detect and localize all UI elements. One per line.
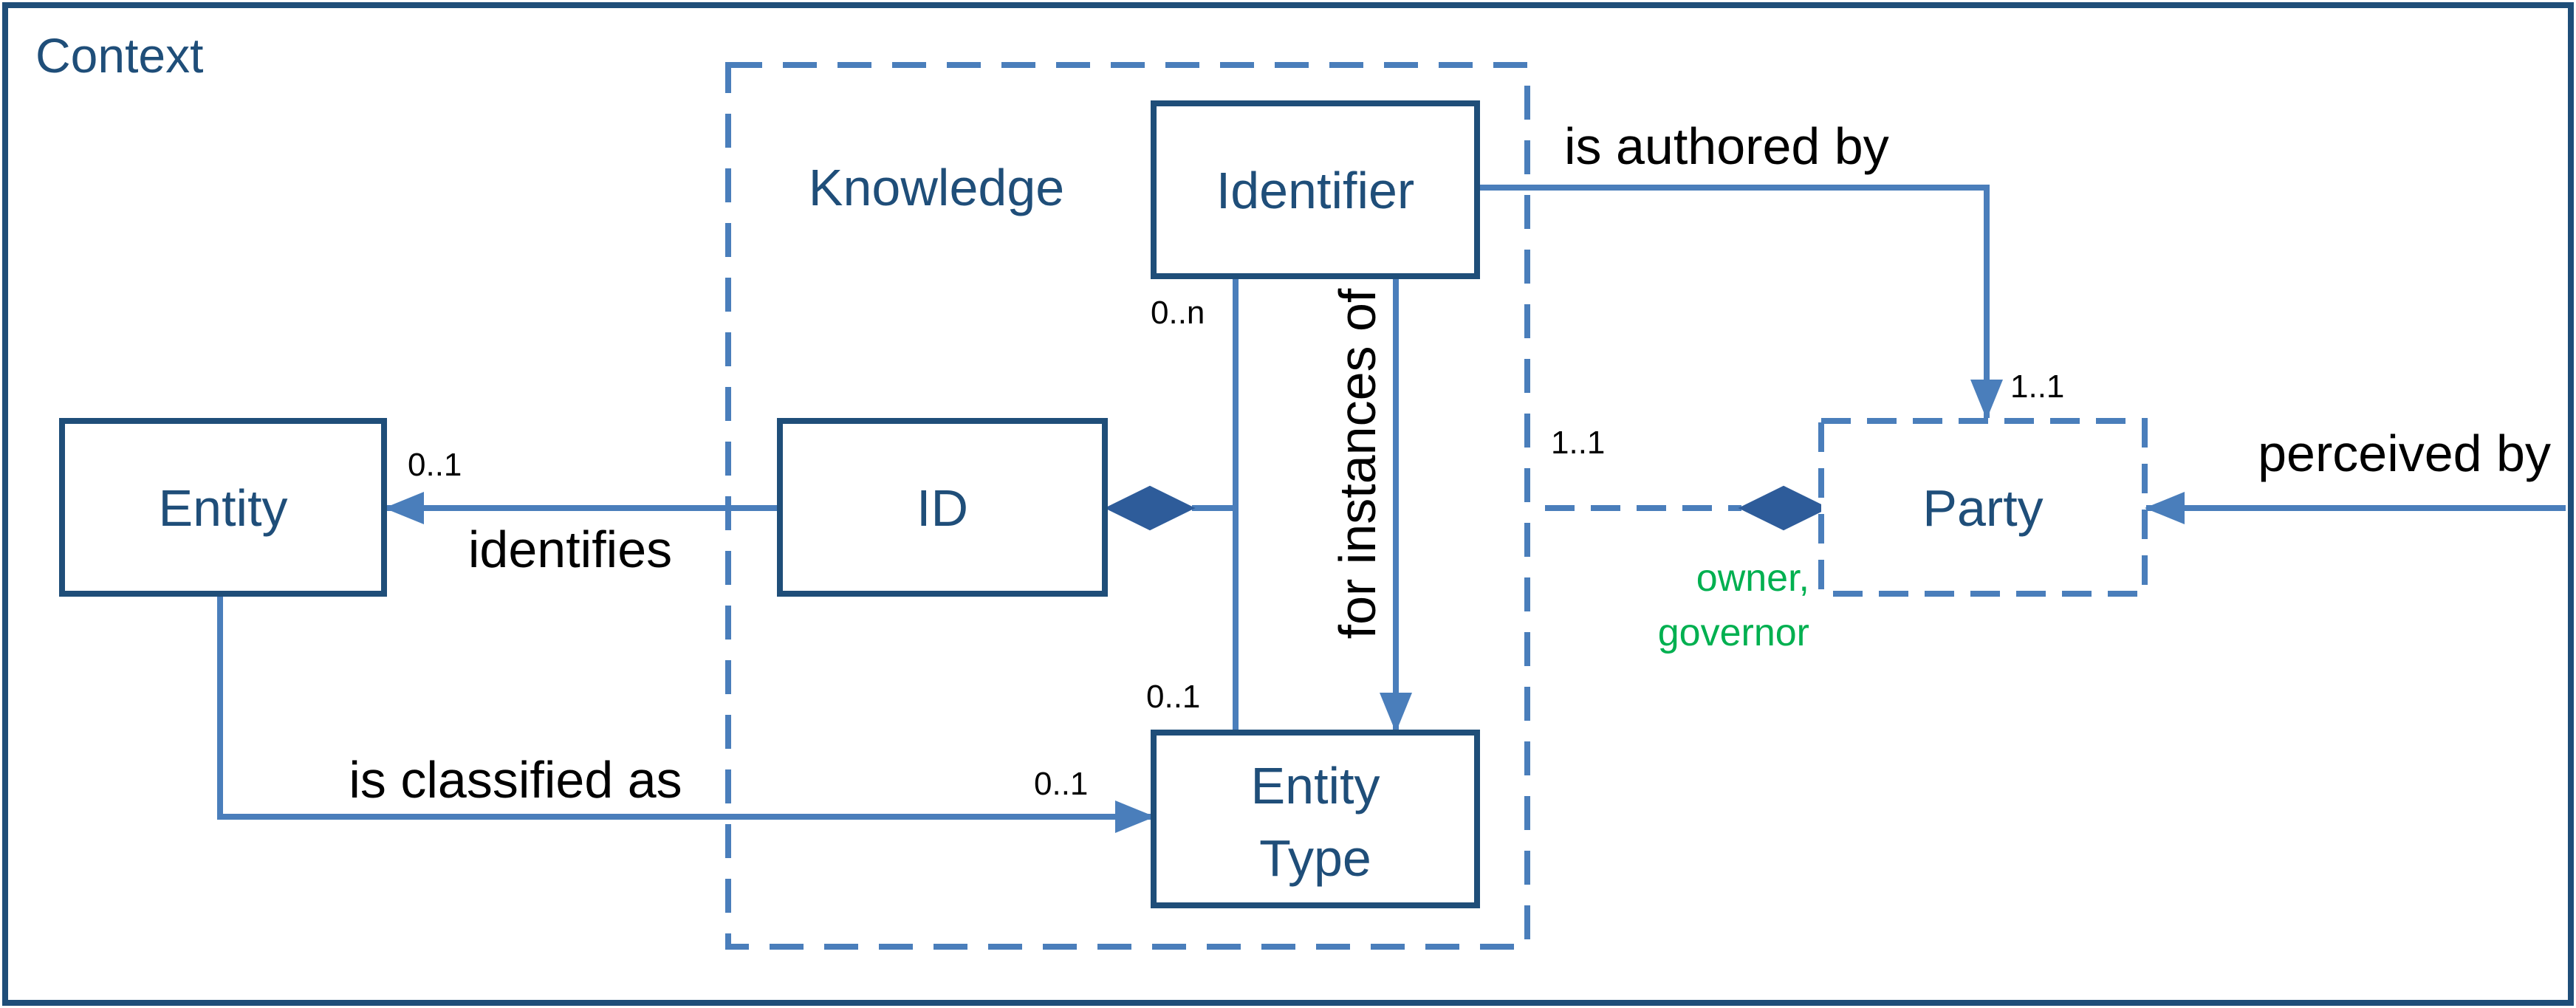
entity-type-box-label-line2: Type	[1259, 829, 1371, 887]
classified-as-label: is classified as	[349, 751, 682, 809]
id-composition-diamond	[1104, 485, 1196, 531]
role-owner-line2: governor	[1658, 611, 1809, 654]
party-aggregation-diamond	[1738, 485, 1829, 531]
classified-connector	[217, 595, 1155, 833]
entity-box-label: Entity	[158, 479, 287, 537]
multiplicity-party-authored: 1..1	[2010, 368, 2064, 405]
multiplicity-entitytype-top: 0..1	[1146, 679, 1200, 715]
multiplicity-classified-target: 0..1	[1034, 766, 1088, 802]
entity-box: Entity	[59, 418, 387, 597]
id-box-label: ID	[917, 479, 968, 537]
authored-by-connector	[1480, 185, 2003, 419]
entity-type-box: Entity Type	[1151, 730, 1480, 908]
role-owner-line1: owner,	[1696, 557, 1809, 600]
multiplicity-identifier-top: 0..n	[1151, 295, 1205, 331]
authored-by-label: is authored by	[1564, 117, 1889, 175]
for-instances-of-label: for instances of	[1329, 288, 1386, 639]
perceived-by-label: perceived by	[2258, 425, 2551, 482]
identifies-label: identifies	[468, 521, 672, 578]
party-box-label: Party	[1922, 479, 2043, 537]
knowledge-label: Knowledge	[809, 159, 1064, 216]
id-box: ID	[777, 418, 1108, 597]
multiplicity-entity-identifies: 0..1	[408, 447, 462, 483]
identifier-box-label: Identifier	[1216, 162, 1414, 219]
party-box: Party	[1818, 418, 2148, 597]
entity-type-box-label-line1: Entity	[1250, 757, 1380, 815]
identifier-box: Identifier	[1151, 100, 1480, 279]
multiplicity-party-owner: 1..1	[1551, 425, 1605, 461]
context-label: Context	[35, 28, 203, 83]
